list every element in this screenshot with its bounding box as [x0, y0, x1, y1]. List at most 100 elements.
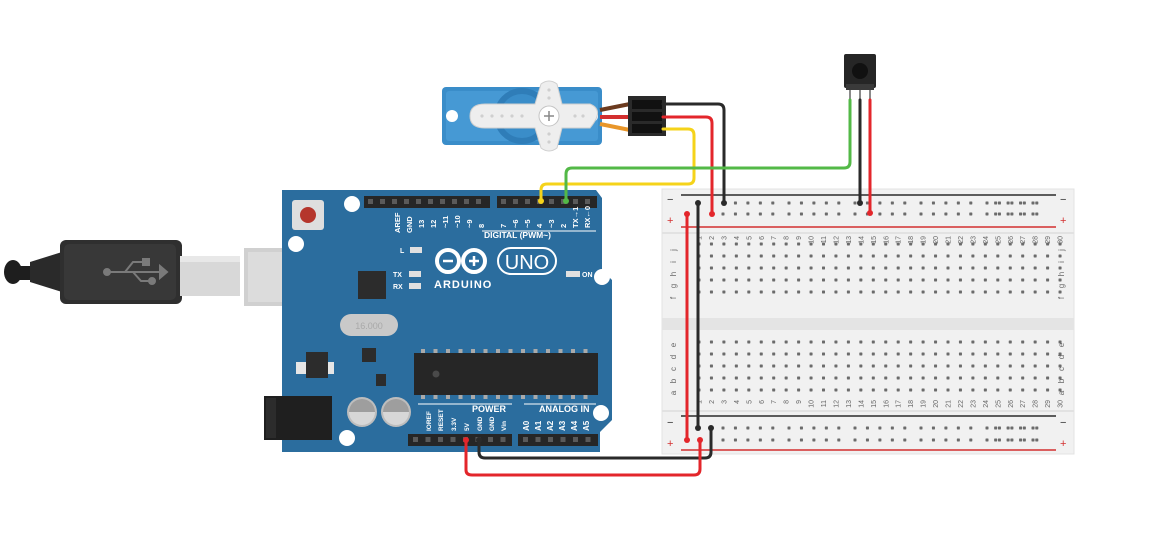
digital-header-label: DIGITAL (PWM~): [484, 230, 551, 240]
column-number: 14: [858, 236, 865, 244]
row-letter: i: [1057, 261, 1066, 263]
model-text: UNO: [505, 252, 549, 274]
arduino-logo-icon: [435, 248, 487, 274]
row-letter: c: [1057, 367, 1066, 371]
row-letter: f: [669, 296, 678, 299]
column-number: 30: [1058, 400, 1065, 408]
column-number: 25: [995, 400, 1002, 408]
column-number: 5: [746, 236, 753, 240]
column-number: 6: [759, 400, 766, 404]
servo-horn[interactable]: [469, 80, 598, 152]
row-letter: b: [669, 378, 678, 383]
on-led-label: ON: [582, 272, 593, 279]
wires[interactable]: [464, 98, 872, 477]
column-number: 9: [796, 236, 803, 240]
column-number: 2: [709, 236, 716, 240]
column-number: 12: [833, 236, 840, 244]
column-number: 26: [1008, 236, 1015, 244]
pin-label: GND: [405, 216, 414, 233]
pin-label: AREF: [393, 212, 402, 233]
column-number: 24: [983, 236, 990, 244]
column-number: 5: [746, 400, 753, 404]
row-letter: j: [1057, 249, 1066, 252]
digital-header-right: [497, 196, 597, 208]
column-number: 17: [896, 236, 903, 244]
column-number: 13: [846, 236, 853, 244]
column-number: 20: [933, 400, 940, 408]
rail-plus-label-tr: +: [1060, 215, 1066, 227]
column-number: 19: [921, 400, 928, 408]
column-number: 6: [759, 236, 766, 240]
center-channel: [662, 318, 1074, 330]
pin-label: RX←0: [583, 206, 592, 228]
breadboard[interactable]: − + − + − + − + 112233445566778899101011…: [661, 188, 1075, 455]
pin-label: ~10: [453, 215, 462, 228]
row-letter: f: [1057, 296, 1066, 299]
row-letter: g: [669, 284, 678, 288]
column-number: 8: [784, 400, 791, 404]
usb-trident-icon: [103, 258, 169, 285]
column-number: 18: [908, 236, 915, 244]
row-letter: d: [1057, 355, 1066, 359]
row-letter: g: [1057, 284, 1066, 288]
column-number: 3: [721, 236, 728, 240]
tx-led: [409, 271, 421, 277]
row-letter: i: [669, 261, 678, 263]
analog-pin-label: A1: [534, 420, 543, 431]
analog-header-label: ANALOG IN: [539, 404, 590, 414]
ir-receiver[interactable]: [844, 54, 876, 100]
pin-label: 7: [499, 224, 508, 228]
column-number: 1: [697, 400, 704, 404]
usb-cable[interactable]: [4, 240, 330, 306]
column-number: 27: [1020, 400, 1027, 408]
column-number: 29: [1045, 400, 1052, 408]
column-number: 13: [846, 400, 853, 408]
column-number: 23: [970, 236, 977, 244]
column-number: 23: [970, 400, 977, 408]
wire-ir-signal: [564, 98, 852, 203]
column-number: 16: [883, 236, 890, 244]
atmega-chip: [414, 353, 598, 395]
pin-label: 13: [417, 220, 426, 228]
column-number: 19: [921, 236, 928, 244]
plus-screw-icon: [544, 111, 554, 121]
power-pin-label: 5V: [464, 422, 471, 431]
row-letter: e: [669, 342, 678, 347]
column-number: 16: [883, 400, 890, 408]
row-letter: b: [1057, 378, 1066, 383]
column-number: 20: [933, 236, 940, 244]
pin-label: TX→1: [571, 207, 580, 228]
analog-pin-label: A5: [582, 420, 591, 431]
column-number: 12: [833, 400, 840, 408]
power-pin-label: RESET: [438, 409, 445, 431]
pin-label: 4: [535, 223, 544, 228]
column-number: 25: [995, 236, 1002, 244]
row-letter: e: [1057, 342, 1066, 347]
pin-label: 12: [429, 220, 438, 228]
rail-minus-label-br: −: [1060, 417, 1066, 429]
analog-pin-label: A4: [570, 420, 579, 431]
power-header: [408, 434, 512, 446]
row-letter: c: [669, 367, 678, 371]
row-letter: d: [669, 355, 678, 359]
rail-plus-label-tl: +: [667, 215, 673, 227]
column-number: 24: [983, 400, 990, 408]
uno-badge: [497, 247, 557, 275]
row-letter: j: [669, 249, 678, 252]
pin-label: ~3: [547, 219, 556, 228]
column-number: 14: [858, 400, 865, 408]
l-led-label: L: [400, 248, 405, 255]
micro-servo[interactable]: [442, 80, 666, 152]
wire-arduino-gnd: [477, 426, 713, 460]
logo-text: ARDUINO: [434, 279, 492, 291]
column-number: 28: [1033, 236, 1040, 244]
column-number: 8: [784, 236, 791, 240]
reset-button-icon[interactable]: [292, 200, 324, 230]
power-pin-label: Vin: [501, 421, 508, 431]
pin-label: ~6: [511, 219, 520, 228]
row-letter: h: [669, 272, 678, 276]
